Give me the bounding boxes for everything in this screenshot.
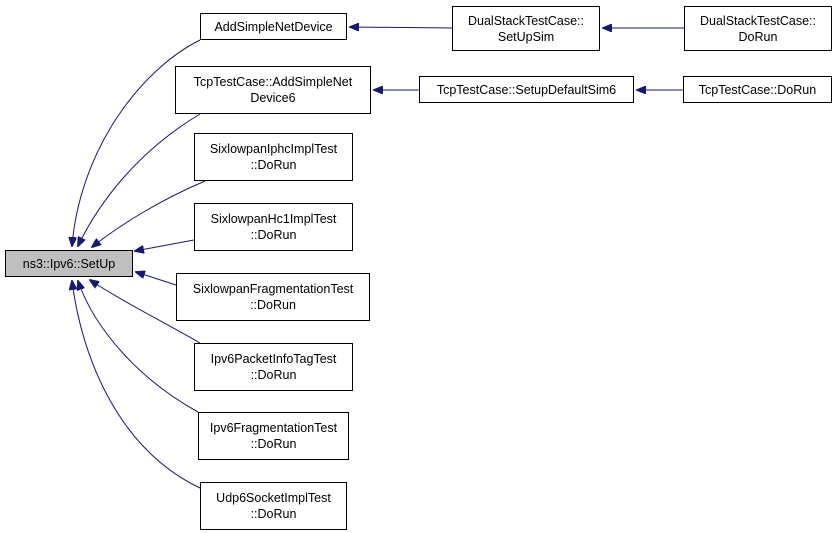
node-label-line2: ::DoRun	[250, 368, 297, 382]
node-add-simple-net-device[interactable]: AddSimpleNetDevice	[200, 13, 347, 40]
root-node-label: ns3::Ipv6::SetUp	[22, 256, 116, 271]
edge-ipv6-packet-info-tag-to-root	[90, 280, 201, 344]
node-dual-stack-do-run[interactable]: DualStackTestCase:: DoRun	[684, 6, 832, 51]
node-udp6-socket-impl-test[interactable]: Udp6SocketImplTest ::DoRun	[200, 482, 347, 530]
node-sixlowpan-iphc-impl-test[interactable]: SixlowpanIphcImplTest ::DoRun	[194, 133, 353, 181]
node-label: TcpTestCase::SetupDefaultSim6	[436, 82, 617, 97]
node-label-line2: ::DoRun	[250, 158, 297, 172]
node-label-line1: DualStackTestCase::	[467, 13, 585, 28]
node-label-line1: Ipv6PacketInfoTagTest	[210, 352, 337, 366]
node-label-line1: TcpTestCase::AddSimpleNet	[193, 75, 353, 89]
node-label-line2: Device6	[250, 91, 296, 105]
node-dual-stack-setup-sim[interactable]: DualStackTestCase:: SetUpSim	[452, 6, 600, 51]
edge-sixlowpan-fragmentation-to-root	[136, 272, 177, 286]
node-label-line2: ::DoRun	[250, 437, 297, 451]
node-label-line2: ::DoRun	[250, 507, 297, 521]
node-label-line1: SixlowpanFragmentationTest	[192, 282, 354, 296]
node-label-line2: ::DoRun	[250, 228, 297, 242]
node-ipv6-fragmentation-test[interactable]: Ipv6FragmentationTest ::DoRun	[198, 412, 349, 460]
node-label-line1: SixlowpanHc1ImplTest	[210, 212, 337, 226]
node-label-line1: Udp6SocketImplTest	[216, 491, 331, 505]
node-tcp-setup-default-sim6[interactable]: TcpTestCase::SetupDefaultSim6	[419, 76, 634, 103]
node-sixlowpan-hc1-impl-test[interactable]: SixlowpanHc1ImplTest ::DoRun	[194, 203, 353, 251]
node-label: TcpTestCase::DoRun	[698, 82, 817, 97]
node-label-line2: ::DoRun	[250, 298, 296, 312]
node-ipv6-packet-info-tag-test[interactable]: Ipv6PacketInfoTagTest ::DoRun	[194, 343, 353, 391]
root-node-ipv6-setup: ns3::Ipv6::SetUp	[5, 250, 133, 277]
node-tcp-add-simple-net-device6[interactable]: TcpTestCase::AddSimpleNet Device6	[175, 66, 371, 114]
edge-dual-stack-setup-sim-to-add-simple-net-device	[350, 27, 453, 28]
node-label-line1: SixlowpanIphcImplTest	[209, 142, 338, 156]
edge-udp6-socket-impl-to-root	[72, 281, 201, 489]
node-label-line2: SetUpSim	[497, 29, 555, 44]
node-label-line1: DualStackTestCase::	[699, 13, 817, 28]
edge-add-simple-net-device-to-root	[72, 39, 201, 246]
node-tcp-do-run[interactable]: TcpTestCase::DoRun	[683, 76, 832, 103]
edge-sixlowpan-hc1-to-root	[135, 239, 195, 251]
node-label-line1: Ipv6FragmentationTest	[209, 421, 338, 435]
edge-ipv6-fragmentation-to-root	[78, 281, 199, 413]
edge-tcp-add-simple-net-device6-to-root	[78, 113, 201, 246]
node-sixlowpan-fragmentation-test[interactable]: SixlowpanFragmentationTest ::DoRun	[176, 273, 370, 321]
edge-sixlowpan-iphc-to-root	[92, 180, 206, 247]
node-label-line2: DoRun	[738, 29, 778, 44]
node-label: AddSimpleNetDevice	[214, 19, 333, 34]
